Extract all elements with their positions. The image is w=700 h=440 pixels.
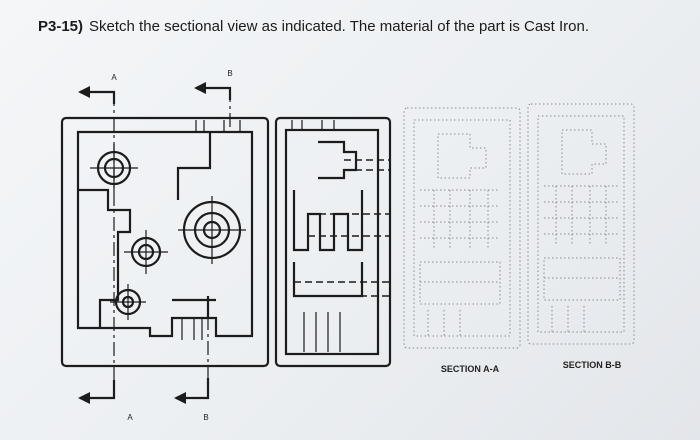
section-b-b-label: SECTION B-B xyxy=(563,360,622,370)
front-lower-slot xyxy=(172,296,216,318)
section-a-a-sketch xyxy=(403,107,521,349)
front-outer-outline xyxy=(60,116,270,368)
section-b-b-sketch xyxy=(527,103,635,345)
cutting-plane-a xyxy=(78,86,116,404)
problem-heading: P3-15) Sketch the sectional view as indic… xyxy=(38,18,589,35)
front-top-hidden-ticks xyxy=(195,120,241,132)
front-inner-step xyxy=(78,188,132,328)
hole-lower-left xyxy=(110,284,146,320)
side-outer-outline xyxy=(274,116,392,368)
side-lower-hidden xyxy=(294,281,390,297)
problem-instruction: Sketch the sectional view as indicated. … xyxy=(89,18,590,35)
front-inner-outline xyxy=(76,130,254,338)
side-upper-boss xyxy=(318,140,358,180)
label-b-top: B xyxy=(227,69,232,78)
label-a-bottom: A xyxy=(127,413,133,422)
section-a-a-label: SECTION A-A xyxy=(441,364,500,374)
label-a-top: A xyxy=(111,73,117,82)
cutting-plane-b xyxy=(174,82,232,404)
side-top-ticks xyxy=(291,120,335,130)
problem-number: P3-15) xyxy=(38,18,84,35)
side-upper-hidden xyxy=(344,159,390,171)
front-upper-step xyxy=(176,132,212,200)
front-view: A B A B xyxy=(60,69,270,422)
side-view xyxy=(274,116,392,368)
front-bottom-ticks xyxy=(181,318,203,340)
side-mid-hidden xyxy=(308,213,390,237)
side-comb-profile xyxy=(292,190,364,252)
side-inner-outline xyxy=(284,128,380,356)
side-lower-pocket xyxy=(292,262,364,298)
label-b-bottom: B xyxy=(203,413,208,422)
hole-large-right xyxy=(178,196,246,264)
side-bottom-ticks xyxy=(303,312,341,352)
hole-middle-left xyxy=(124,230,168,274)
